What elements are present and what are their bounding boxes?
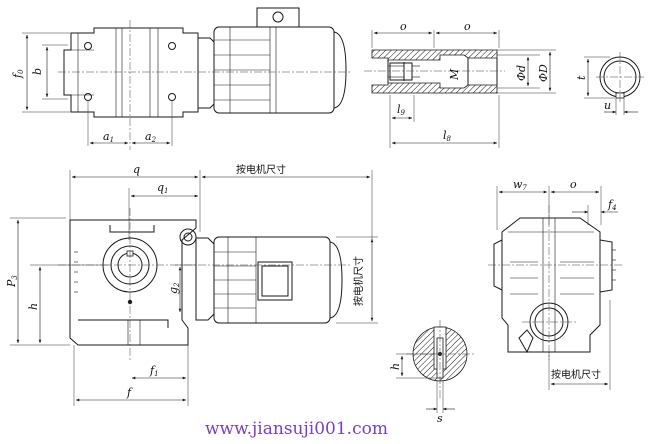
label-P3: P3 xyxy=(5,275,19,288)
shaft-end-view xyxy=(584,52,644,115)
label-q1: q1 xyxy=(157,181,169,195)
label-q: q xyxy=(133,163,140,176)
label-s: s xyxy=(437,412,443,425)
label-g2: g2 xyxy=(167,282,181,294)
label-M: M xyxy=(448,68,461,81)
label-phi-d: Φd xyxy=(515,65,528,81)
label-motor-dim-top: 按电机尺寸 xyxy=(236,163,286,176)
label-phi-D: ΦD xyxy=(537,64,550,82)
label-a1: a1 xyxy=(103,130,114,144)
side-view xyxy=(488,186,622,390)
label-h: h xyxy=(27,303,40,310)
label-h-key: h xyxy=(389,363,402,370)
label-l9: l9 xyxy=(397,103,406,117)
label-f0: f0 xyxy=(11,69,25,79)
label-motor-dim-side: 按电机尺寸 xyxy=(352,256,365,306)
label-w7: w7 xyxy=(513,178,527,192)
label-o-side: o xyxy=(570,178,577,191)
label-motor-dim-bottom: 按电机尺寸 xyxy=(551,368,601,381)
label-f: f xyxy=(126,386,133,399)
keyway-section xyxy=(396,320,474,413)
dimension-labels: f0 b a1 a2 o o M Φd ΦD l9 l8 t u q q1 按电… xyxy=(5,20,617,439)
label-t: t xyxy=(575,75,588,80)
hollow-shaft-section xyxy=(364,30,556,148)
label-a2: a2 xyxy=(145,130,157,144)
label-b: b xyxy=(31,68,44,75)
label-f4: f4 xyxy=(607,198,617,212)
front-view xyxy=(10,170,378,406)
label-o-left: o xyxy=(400,20,407,33)
watermark: www.jiansuji001.com xyxy=(205,419,388,439)
top-view xyxy=(22,7,352,150)
label-f1: f1 xyxy=(149,364,159,378)
label-l8: l8 xyxy=(443,129,452,143)
label-o-right: o xyxy=(464,20,471,33)
label-u: u xyxy=(604,99,611,112)
